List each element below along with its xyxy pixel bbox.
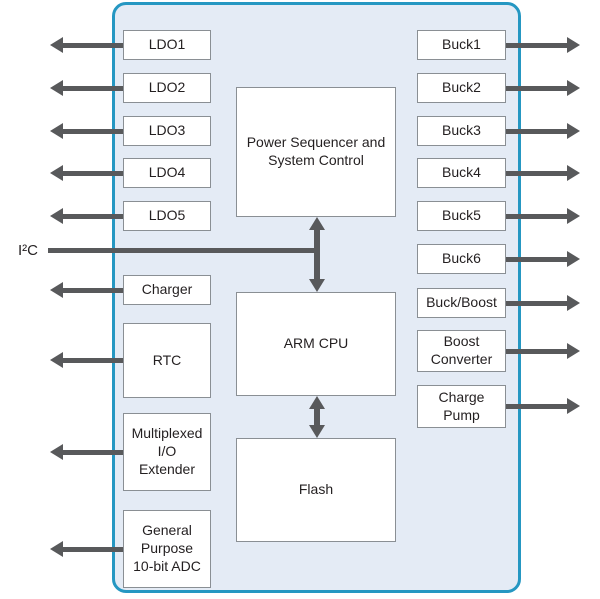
boost-converter-output-arrow: [506, 343, 580, 359]
i2c-label: I²C: [18, 242, 38, 259]
buck6-output-arrow: [506, 251, 580, 267]
buck4-output-arrow: [506, 165, 580, 181]
block-buck4: Buck4: [417, 158, 506, 188]
block-ldo1: LDO1: [123, 30, 211, 60]
block-general-purpose-adc: General Purpose 10-bit ADC: [123, 510, 211, 588]
block-buck-boost: Buck/Boost: [417, 288, 506, 318]
bidirectional-arrow-sequencer-cpu: [309, 217, 325, 292]
block-power-sequencer: Power Sequencer and System Control: [236, 87, 396, 217]
io-extender-output-arrow: [50, 444, 123, 460]
ldo2-output-arrow: [50, 80, 123, 96]
buck-boost-output-arrow: [506, 295, 580, 311]
block-buck1: Buck1: [417, 30, 506, 60]
block-ldo4: LDO4: [123, 158, 211, 188]
rtc-output-arrow: [50, 352, 123, 368]
block-buck6: Buck6: [417, 244, 506, 274]
buck5-output-arrow: [506, 208, 580, 224]
block-rtc: RTC: [123, 323, 211, 398]
charge-pump-output-arrow: [506, 398, 580, 414]
ldo3-output-arrow: [50, 123, 123, 139]
block-ldo3: LDO3: [123, 116, 211, 146]
block-boost-converter: Boost Converter: [417, 330, 506, 372]
block-buck2: Buck2: [417, 73, 506, 103]
block-ldo2: LDO2: [123, 73, 211, 103]
block-buck5: Buck5: [417, 201, 506, 231]
block-buck3: Buck3: [417, 116, 506, 146]
block-ldo5: LDO5: [123, 201, 211, 231]
buck2-output-arrow: [506, 80, 580, 96]
i2c-bus-line: [48, 248, 314, 253]
adc-output-arrow: [50, 541, 123, 557]
ldo4-output-arrow: [50, 165, 123, 181]
block-arm-cpu: ARM CPU: [236, 292, 396, 396]
ldo1-output-arrow: [50, 37, 123, 53]
buck1-output-arrow: [506, 37, 580, 53]
charger-output-arrow: [50, 282, 123, 298]
block-flash: Flash: [236, 438, 396, 542]
ldo5-output-arrow: [50, 208, 123, 224]
bidirectional-arrow-cpu-flash: [309, 396, 325, 438]
block-multiplexed-io-extender: Multiplexed I/O Extender: [123, 413, 211, 491]
buck3-output-arrow: [506, 123, 580, 139]
block-charger: Charger: [123, 275, 211, 305]
block-charge-pump: Charge Pump: [417, 385, 506, 428]
